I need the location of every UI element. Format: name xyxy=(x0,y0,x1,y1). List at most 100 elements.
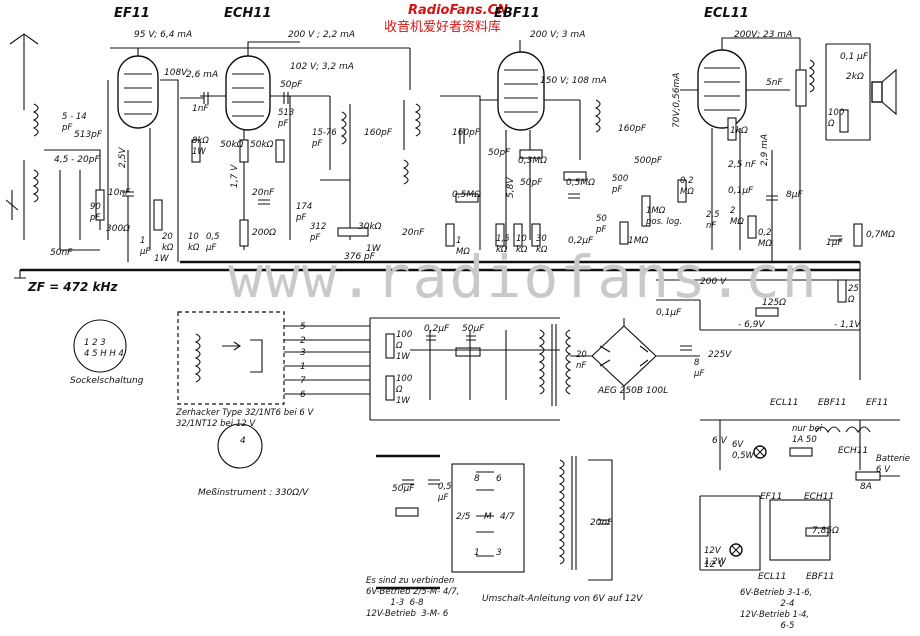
voltage-ech11-anode: 200 V ; 2,2 mA xyxy=(288,30,356,40)
cap-8uf-b: 8 μF xyxy=(694,358,705,379)
res-125: 125Ω xyxy=(762,298,787,308)
res-30k: 30kΩ xyxy=(358,222,382,232)
vibrator-pin-7: 7 xyxy=(300,376,306,386)
cap-50pf-c: 50pF xyxy=(520,178,543,188)
cap-2-5nf-a: 2,5 nF xyxy=(728,160,757,170)
power-transformer xyxy=(538,324,572,406)
heater-ef11: EF11 xyxy=(866,398,889,408)
res-300: 300Ω xyxy=(106,224,131,234)
voltage-ebf11-screen: 150 V; 108 mA xyxy=(540,76,607,86)
heater12-ech11: ECH11 xyxy=(804,492,835,502)
cap-0-5: 0,5 μF xyxy=(206,232,220,253)
input-coils xyxy=(5,80,101,251)
socket-pins-label: 1 2 3 4 5 H H 4 xyxy=(84,338,124,359)
antenna-symbol xyxy=(9,33,39,80)
res-50k-b: 50kΩ xyxy=(250,140,274,150)
switch-contact-4-7: 4/7 xyxy=(500,512,515,522)
voltage-neg-bias: - 6,9V xyxy=(738,320,765,330)
current-ef11-screen: 2,6 mA xyxy=(186,70,219,80)
cap-8uf-a: 8μF xyxy=(786,190,803,200)
res-1k: 1kΩ xyxy=(730,126,748,136)
cap-0-1uf-c: 0,1μF xyxy=(656,308,682,318)
cap-1uf-b: 1μF xyxy=(826,238,843,248)
vibrator-pin-6: 6 xyxy=(300,390,306,400)
cap-160-a: 160pF xyxy=(364,128,393,138)
res-20k: 20 kΩ xyxy=(162,232,174,253)
site-name[interactable]: RadioFans.CN xyxy=(408,3,508,18)
heater-ebf11: EBF11 xyxy=(818,398,847,408)
voltage-supply: 225V xyxy=(708,350,732,360)
tube-label-ef11: EF11 xyxy=(114,6,150,21)
tube-ef11-symbol xyxy=(107,48,179,262)
tube-label-ech11: ECH11 xyxy=(224,6,272,21)
res-25: 25 Ω xyxy=(848,284,859,305)
voltage-ecl11-screen: 70V;0,56mA xyxy=(672,72,682,128)
cap-50uf-a: 50μF xyxy=(462,324,485,334)
watermark: www.radiofans.cn xyxy=(228,243,819,311)
meter-pin-4: 4 xyxy=(240,436,246,446)
switch-contact-1: 1 xyxy=(474,548,480,558)
cap-15-76: 15-76 pF xyxy=(312,128,337,149)
res-10k-a: 10 kΩ xyxy=(188,232,200,253)
voltage-ef11-anode: 95 V; 6,4 mA xyxy=(134,30,193,40)
current-ecl11-screen: 2,9 mA xyxy=(760,133,770,166)
switch-instructions: Umschalt-Anleitung von 6V auf 12V xyxy=(482,594,643,604)
res-2k: 2kΩ xyxy=(846,72,864,82)
voltage-ef11-cathode: 2,5V xyxy=(118,147,128,168)
socket-pinout xyxy=(73,319,263,469)
vibrator-pin-5: 5 xyxy=(300,322,306,332)
cap-160-b: 160pF xyxy=(452,128,481,138)
voltage-ech11-cathode: 1,7 V xyxy=(230,164,240,188)
res-0-5m-a: 0,5MΩ xyxy=(452,190,481,200)
res-1w-b: 1W xyxy=(366,244,381,254)
cap-0-2-a: 0,2μF xyxy=(568,236,594,246)
supply-rail-200v xyxy=(656,262,861,380)
speaker-symbol xyxy=(871,68,897,116)
tube-ebf11-symbol xyxy=(480,40,580,250)
voltage-b-plus: 200 V xyxy=(700,277,727,287)
switch-contact-2-5: 2/5 xyxy=(456,512,471,522)
label-12v: 12 V xyxy=(704,560,725,570)
operation-note: 6V-Betrieb 3-1-6, 2-4 12V-Betrieb 1-4, 6… xyxy=(740,588,813,631)
battery-label: Batterie 6 V xyxy=(876,454,911,475)
cap-500pf-b: 500 pF xyxy=(612,174,629,195)
pot-1m-log: 1MΩ pos. log. xyxy=(646,206,683,227)
cap-20nf-d: 20nF xyxy=(590,518,613,528)
tube-ecl11-symbol xyxy=(680,37,800,250)
cap-160-c: 160pF xyxy=(618,124,647,134)
cap-513-a: 513pF xyxy=(74,130,103,140)
cap-10nf: 10nF xyxy=(108,188,131,198)
res-7-85: 7,85Ω xyxy=(812,526,839,536)
heater-ecl11: ECL11 xyxy=(770,398,799,408)
cap-513-b: 513 pF xyxy=(278,108,295,129)
connection-note: Es sind zu verbinden 6V-Betrieb 2/5-M- 4… xyxy=(366,576,460,619)
heater-circuit xyxy=(700,419,900,481)
fuse-8a: 8A xyxy=(860,482,872,492)
cap-90: 90 pF xyxy=(90,202,101,223)
cap-174: 174 pF xyxy=(296,202,313,223)
switch-diagram xyxy=(376,454,613,590)
vibrator-pin-3: 3 xyxy=(300,348,306,358)
if-frequency-label: ZF = 472 kHz xyxy=(28,280,118,294)
vibrator-pin-2: 2 xyxy=(300,336,306,346)
heater12-ebf11: EBF11 xyxy=(806,572,835,582)
cap-5nf: 5nF xyxy=(766,78,783,88)
cap-20nf-b: 20nF xyxy=(402,228,425,238)
if-transformer-2 xyxy=(402,95,601,250)
site-subtitle: 收音机爱好者资料库 xyxy=(384,20,502,35)
switch-contact-8: 8 xyxy=(474,474,480,484)
cap-2-5nf-b: 2,5 nF xyxy=(706,210,720,231)
heater12-ef11: EF11 xyxy=(760,492,783,502)
switch-contact-3: 3 xyxy=(496,548,502,558)
tube-ech11-symbol xyxy=(200,41,330,250)
res-1-5k: 1,5 kΩ xyxy=(496,234,510,255)
socket-caption: Sockelschaltung xyxy=(70,376,144,386)
voltage-ech11-osc: 102 V; 3,2 mA xyxy=(290,62,354,72)
res-200: 200Ω xyxy=(252,228,277,238)
heater12-ecl11: ECL11 xyxy=(758,572,787,582)
res-0-2m-a: 0,2 MΩ xyxy=(680,176,694,197)
heater-12v-diagram xyxy=(699,495,831,571)
res-2m: 2 MΩ xyxy=(730,206,744,227)
